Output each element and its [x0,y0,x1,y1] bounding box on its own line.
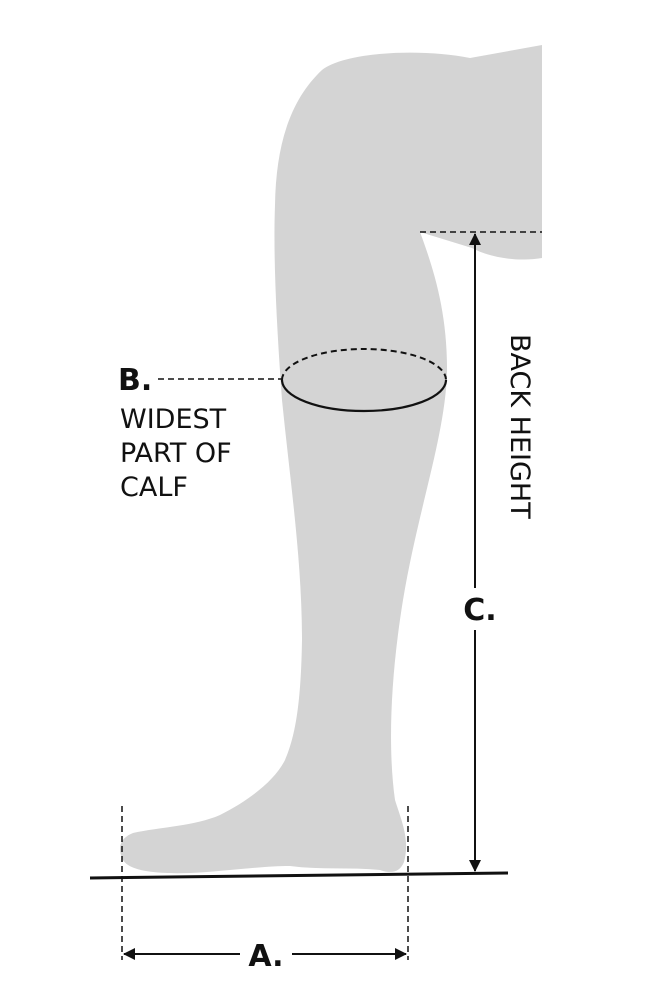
label-b-desc-2: PART OF [120,438,232,469]
leg-silhouette [120,45,542,874]
label-b-desc-1: WIDEST [120,404,227,435]
calf-ellipse-back [281,348,447,381]
label-a: A. [248,939,283,974]
label-b: B. [118,363,152,398]
label-c: C. [463,593,496,628]
ground-line [89,871,509,880]
label-b-desc-3: CALF [120,472,188,503]
label-c-desc: BACK HEIGHT [504,334,535,519]
calf-ellipse-front [280,379,448,413]
